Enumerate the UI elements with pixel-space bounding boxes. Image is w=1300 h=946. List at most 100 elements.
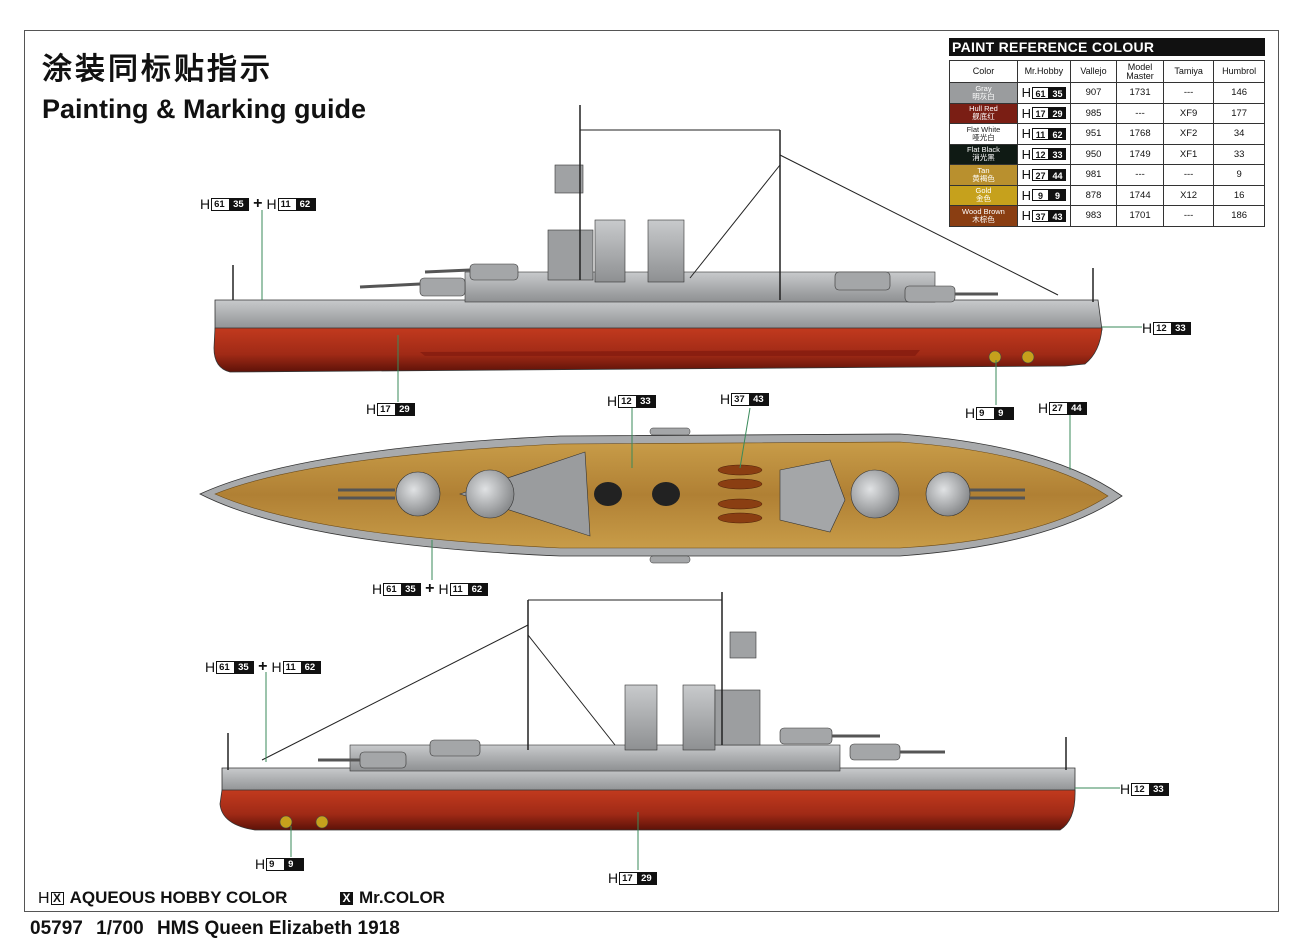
title-chinese: 涂装同标贴指示	[42, 52, 273, 87]
boom	[649, 555, 691, 564]
kit-scale: 1/700	[96, 918, 144, 939]
color-name-cn: 黄褐色	[972, 173, 995, 183]
col-header-humbrol: Humbrol	[1213, 60, 1265, 83]
rigging-stay	[261, 624, 529, 761]
color-name-en: Tan	[977, 165, 990, 175]
color-name-en: Flat White	[966, 124, 1001, 134]
leader-lines	[261, 210, 1142, 870]
hull-lower-red	[219, 789, 1076, 831]
color-name-en: Hull Red	[969, 104, 998, 114]
turret	[359, 751, 407, 769]
legend-aqueous-label: AQUEOUS HOBBY COLOR	[69, 888, 288, 907]
ship-side-view-starboard	[213, 105, 1103, 373]
funnel-top	[594, 482, 622, 506]
funnel	[624, 684, 658, 751]
propeller	[279, 815, 293, 829]
hull-lower-red	[213, 327, 1103, 373]
propeller	[1021, 350, 1035, 364]
gun-barrel	[424, 268, 471, 274]
humbrol-code: 186	[1213, 205, 1265, 227]
boats-group	[717, 464, 763, 524]
gun-barrel	[359, 282, 421, 289]
color-name-cn: 金色	[975, 194, 991, 204]
forward-superstructure-top	[459, 451, 591, 537]
paint-reference-table: PAINT REFERENCE COLOUR Color Mr.Hobby Va…	[949, 38, 1265, 227]
footer-kit-info: 05797 1/700 HMS Queen Elizabeth 1918	[30, 918, 408, 940]
kit-code: 05797	[30, 918, 83, 939]
page-border	[24, 30, 1279, 912]
turret-y	[904, 285, 956, 303]
model-master-code: 1768	[1116, 123, 1164, 145]
title-english: Painting & Marking guide	[42, 94, 367, 124]
turret	[429, 739, 481, 757]
funnel	[682, 684, 716, 751]
turret-x	[834, 271, 891, 291]
kit-name: HMS Queen Elizabeth 1918	[156, 918, 400, 939]
funnel-top	[652, 482, 680, 506]
model-master-code: 1701	[1116, 205, 1164, 227]
color-name-cn: 消光黑	[972, 153, 995, 163]
mr-color-box-icon: X	[340, 892, 353, 906]
ship-side-view-port	[219, 592, 1076, 831]
color-name-cn: 木棕色	[972, 214, 995, 224]
aft-superstructure-top	[779, 459, 846, 533]
paint-table-title: PAINT REFERENCE COLOUR	[949, 38, 1265, 56]
legend-mr-color: X Mr.COLOR	[340, 888, 445, 908]
color-name-cn: 明灰白	[972, 91, 995, 101]
legend-mr-color-label: Mr.COLOR	[359, 888, 445, 907]
tamiya-code: ---	[1162, 205, 1215, 227]
turret-x-top	[850, 469, 900, 519]
hull-bulge	[420, 350, 920, 356]
turret	[779, 727, 833, 745]
color-name-cn: 哑光白	[972, 132, 995, 142]
turret	[849, 743, 901, 761]
color-name-en: Flat Black	[966, 145, 1000, 155]
turret-a	[419, 277, 466, 297]
forward-funnel	[594, 219, 626, 283]
col-header-mrhobby: Mr.Hobby	[1016, 60, 1071, 83]
fore-top	[554, 164, 584, 194]
ship-top-view	[199, 427, 1123, 564]
boom	[649, 427, 691, 436]
rigging-stay	[527, 634, 616, 746]
propeller	[315, 815, 329, 829]
rigging-stay	[779, 154, 1059, 296]
color-name-en: Wood Brown	[962, 206, 1005, 216]
rigging-stay	[689, 164, 781, 279]
col-header-color: Color	[949, 60, 1018, 83]
color-name-en: Gold	[975, 186, 992, 196]
paint-table-grid: Color Mr.Hobby Vallejo Model Master Tami…	[949, 60, 1265, 227]
bridge-structure	[547, 229, 594, 281]
color-name-cn: 舰底红	[972, 112, 995, 122]
main-deckhouse	[349, 744, 841, 772]
aft-funnel	[647, 219, 685, 283]
aqueous-box-icon: X	[50, 892, 64, 906]
